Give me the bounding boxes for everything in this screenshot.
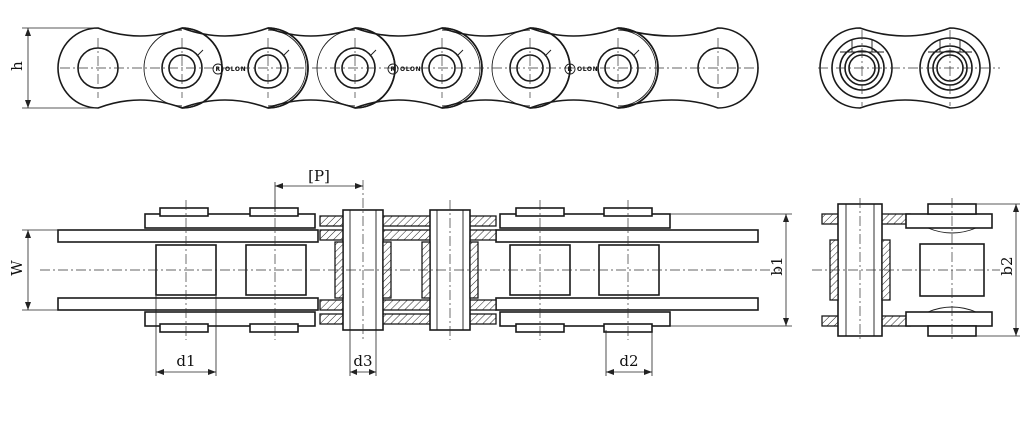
svg-text:d2: d2 bbox=[619, 352, 638, 370]
dimension-d1: d1 bbox=[155, 296, 217, 376]
svg-text:OLON: OLON bbox=[400, 66, 421, 73]
svg-text:b1: b1 bbox=[768, 256, 786, 275]
svg-text:h: h bbox=[8, 61, 26, 71]
chain-end-view-top bbox=[818, 27, 1000, 109]
brand-logo: R OLON bbox=[387, 63, 421, 75]
svg-text:W: W bbox=[8, 260, 26, 276]
svg-text:OLON: OLON bbox=[225, 66, 246, 73]
dimension-h: h bbox=[8, 27, 98, 109]
dimension-pitch: [P] bbox=[274, 167, 363, 212]
dimension-b1: b1 bbox=[670, 213, 792, 327]
dimension-b2: b2 bbox=[976, 203, 1020, 337]
chain-plan-view: [P] W d1 d3 bbox=[8, 167, 792, 376]
dimension-d2: d2 bbox=[605, 330, 653, 376]
dimension-d3: d3 bbox=[349, 330, 377, 376]
svg-text:OLON: OLON bbox=[577, 66, 598, 73]
chain-side-view: R OLON R OLON R OLON h bbox=[8, 27, 760, 109]
svg-text:R: R bbox=[391, 66, 396, 73]
brand-logo: R OLON bbox=[212, 63, 246, 75]
svg-text:b2: b2 bbox=[998, 256, 1016, 275]
svg-text:R: R bbox=[216, 66, 221, 73]
brand-logo: R OLON bbox=[564, 63, 598, 75]
chain-end-section-bottom: b2 bbox=[812, 198, 1020, 342]
svg-text:[P]: [P] bbox=[308, 167, 330, 185]
svg-text:R: R bbox=[568, 66, 573, 73]
dimension-w: W bbox=[8, 229, 58, 311]
svg-text:d3: d3 bbox=[353, 352, 372, 370]
svg-text:d1: d1 bbox=[176, 352, 195, 370]
